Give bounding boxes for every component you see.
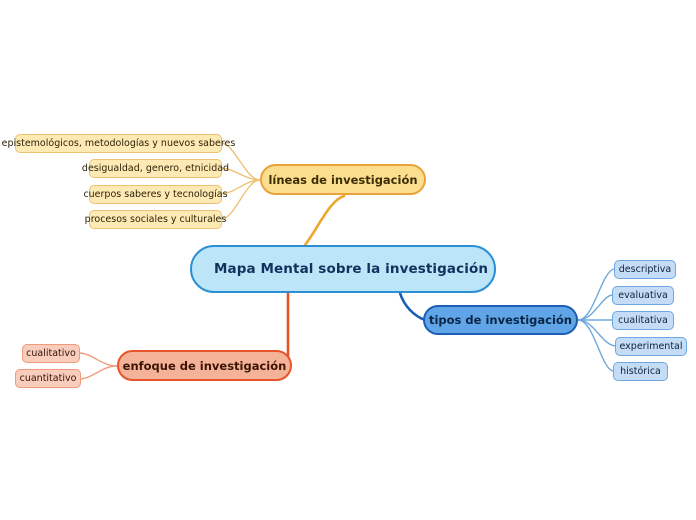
leaf-node-lineas-3[interactable]: procesos sociales y culturales — [85, 210, 226, 229]
leaf-node-lineas-1[interactable]: desigualdad, genero, etnicidad — [82, 159, 229, 178]
branch-node-lineas[interactable]: líneas de investigación — [260, 164, 426, 195]
leaf-node-lineas-1-label: desigualdad, genero, etnicidad — [81, 163, 230, 174]
edge-tipos-leaf-1 — [577, 294, 613, 321]
leaf-node-tipos-4[interactable]: histórica — [613, 362, 668, 381]
edge-enfoque-leaf-1 — [80, 365, 118, 380]
leaf-node-tipos-3-label: experimental — [619, 341, 683, 352]
leaf-node-tipos-0[interactable]: descriptiva — [614, 260, 676, 279]
leaf-node-enfoque-0[interactable]: cualitativo — [22, 344, 80, 363]
leaf-node-tipos-4-label: histórica — [620, 366, 661, 377]
root-node-label: Mapa Mental sobre la investigación — [214, 260, 489, 277]
leaf-node-tipos-0-label: descriptiva — [618, 264, 672, 275]
leaf-node-tipos-3[interactable]: experimental — [615, 337, 687, 356]
branch-node-enfoque-label: enfoque de investigación — [122, 358, 287, 373]
leaf-node-lineas-3-label: procesos sociales y culturales — [84, 214, 227, 225]
edge-tipos-leaf-0 — [577, 268, 615, 321]
leaf-node-enfoque-0-label: cualitativo — [26, 348, 76, 359]
leaf-node-enfoque-1-label: cuantitativo — [19, 373, 77, 384]
leaf-node-lineas-2-label: cuerpos saberes y tecnologías — [83, 189, 228, 200]
edge-root-lineas — [303, 194, 346, 247]
leaf-node-lineas-2[interactable]: cuerpos saberes y tecnologías — [83, 185, 228, 204]
root-node[interactable]: Mapa Mental sobre la investigación — [190, 245, 496, 293]
leaf-node-tipos-2[interactable]: cualitativa — [612, 311, 674, 330]
leaf-node-lineas-0-label: epistemológicos, metodologías y nuevos s… — [1, 138, 236, 149]
edge-enfoque-leaf-0 — [79, 352, 118, 367]
edge-tipos-leaf-3 — [577, 319, 616, 347]
leaf-node-tipos-2-label: cualitativa — [618, 315, 668, 326]
branch-node-lineas-label: líneas de investigación — [268, 172, 418, 187]
leaf-node-tipos-1-label: evaluativa — [618, 290, 668, 301]
leaf-node-lineas-0[interactable]: epistemológicos, metodologías y nuevos s… — [2, 134, 235, 153]
edge-tipos-leaf-4 — [577, 319, 614, 372]
edge-root-tipos — [398, 291, 427, 322]
leaf-node-enfoque-1[interactable]: cuantitativo — [15, 369, 81, 388]
branch-node-tipos[interactable]: tipos de investigación — [423, 305, 578, 335]
branch-node-tipos-label: tipos de investigación — [428, 313, 572, 327]
leaf-node-tipos-1[interactable]: evaluativa — [612, 286, 674, 305]
branch-node-enfoque[interactable]: enfoque de investigación — [117, 350, 292, 381]
